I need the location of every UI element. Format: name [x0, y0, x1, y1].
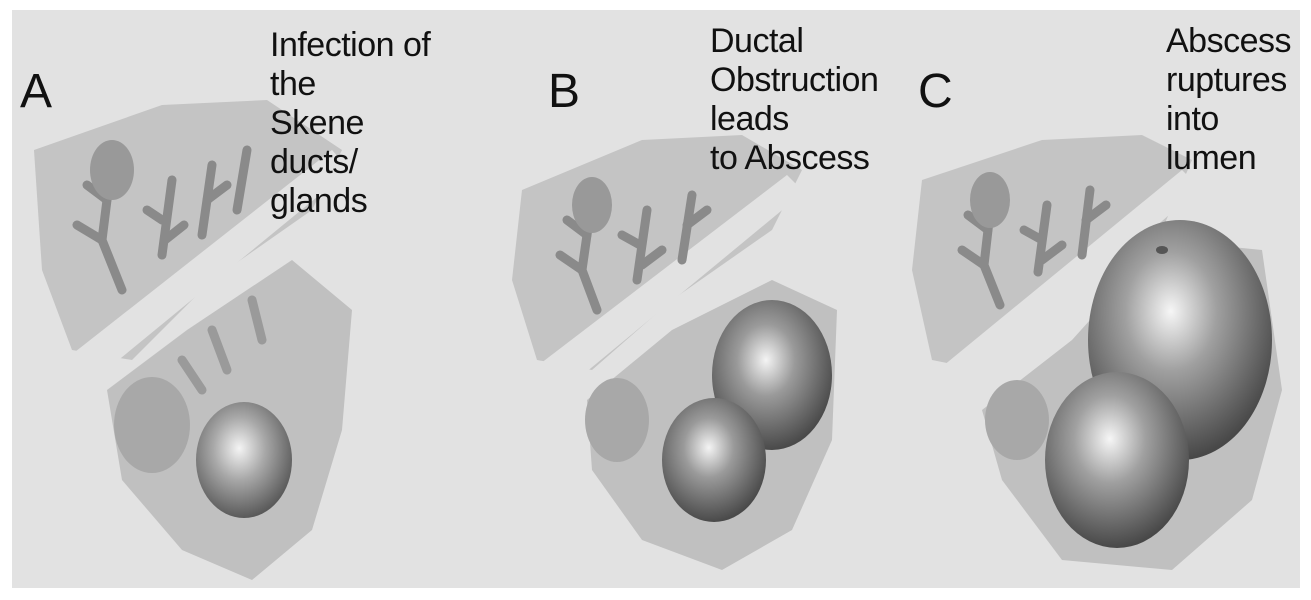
abscess-b-small — [662, 398, 766, 522]
panel-letter: C — [918, 68, 953, 116]
panel-b: B Ductal Obstruction leads to Abscess — [442, 10, 862, 588]
abscess-a — [196, 402, 292, 518]
panel-letter: A — [20, 68, 52, 116]
panel-letter: B — [548, 68, 580, 116]
panel-caption: Abscess ruptures into lumen — [1166, 22, 1300, 178]
panel-caption: Infection of the Skene ducts/ glands — [270, 26, 442, 221]
skene-gland-abscess-figure: A Infection of the Skene ducts/ glands — [12, 10, 1300, 588]
panel-caption: Ductal Obstruction leads to Abscess — [710, 22, 878, 178]
panel-c: C Abscess ruptures into lumen — [862, 10, 1300, 588]
panel-a: A Infection of the Skene ducts/ glands — [12, 10, 442, 588]
abscess-c-small — [1045, 372, 1189, 548]
